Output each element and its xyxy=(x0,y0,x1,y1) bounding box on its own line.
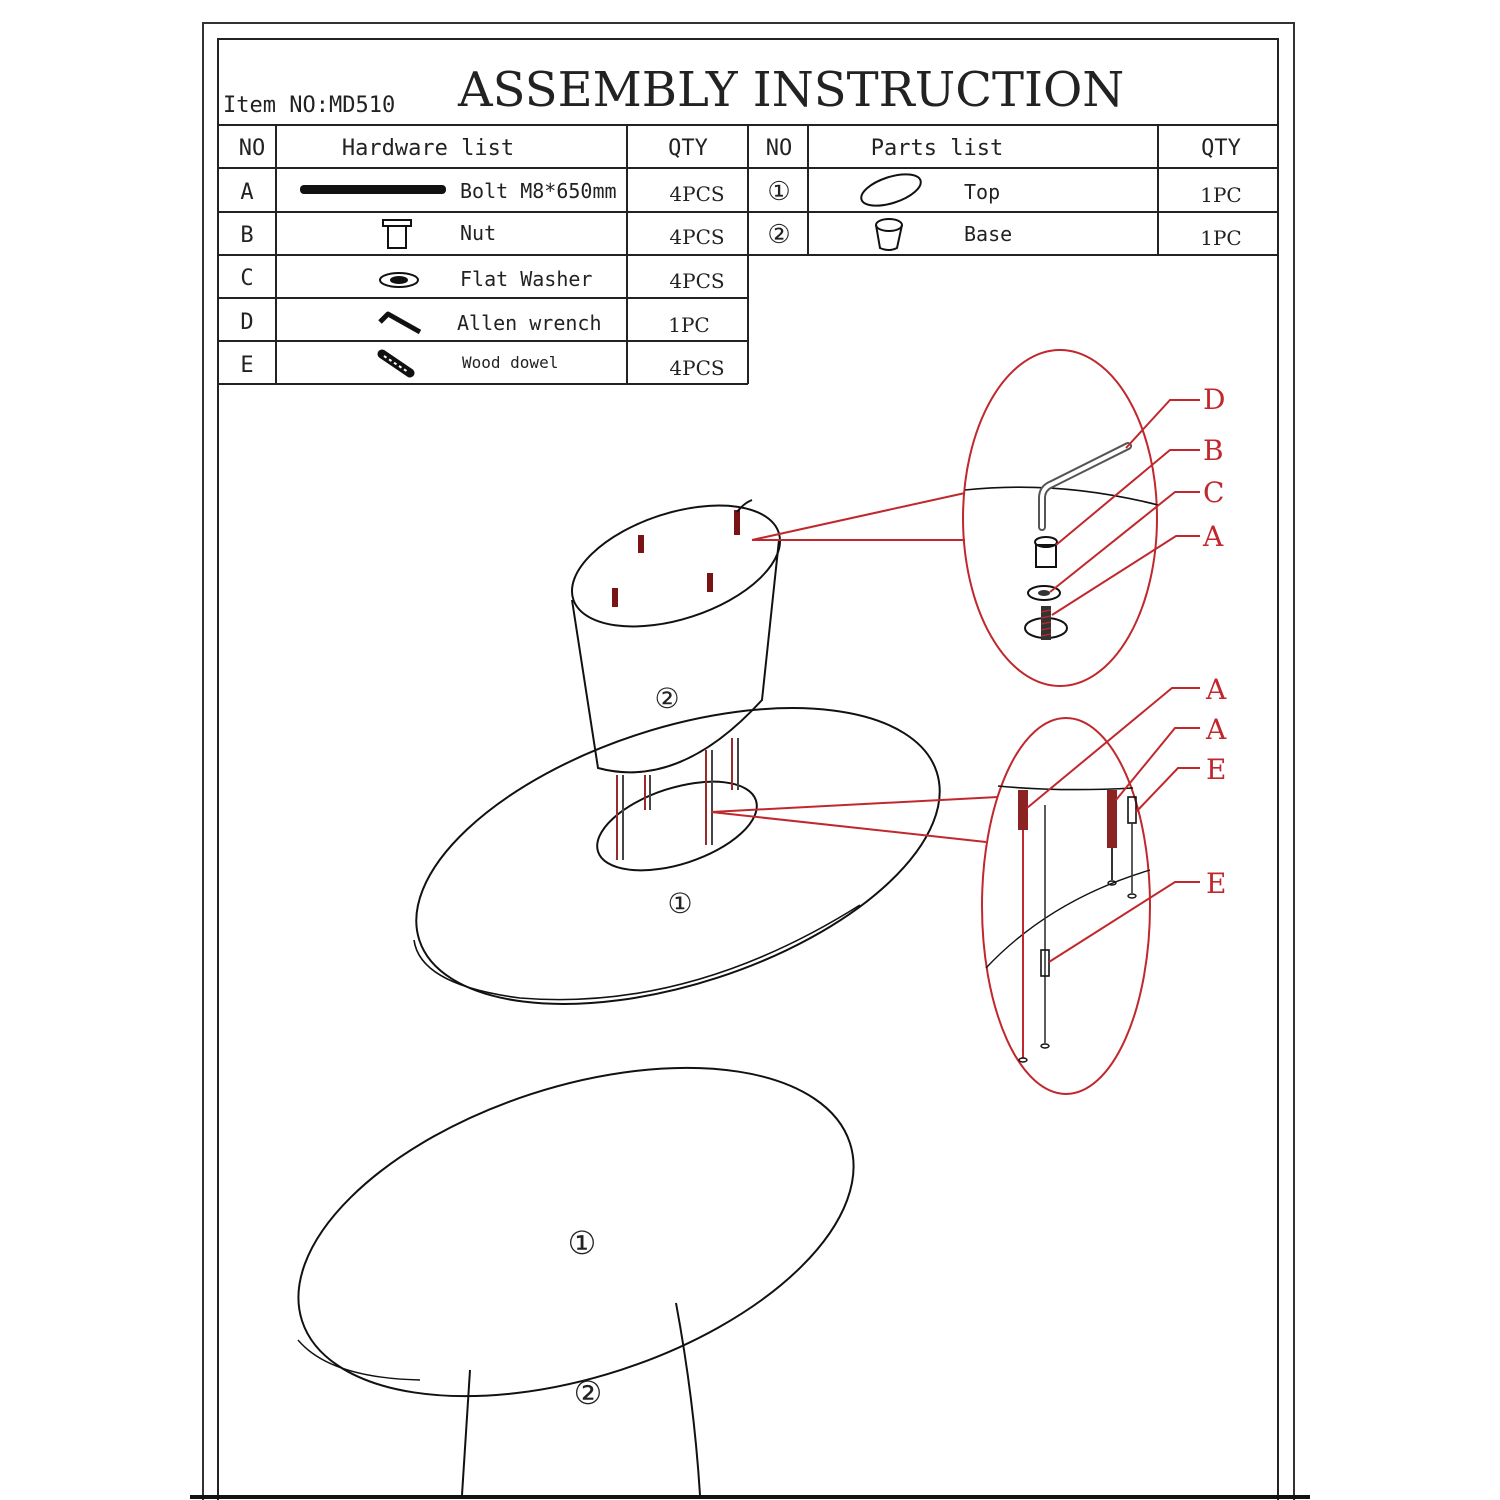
hardware-row-a-qty: 4PCS xyxy=(669,182,724,206)
hardware-row-b-no: B xyxy=(240,223,253,248)
hardware-row-d-qty: 1PC xyxy=(668,313,709,337)
hardware-row-e-qty: 4PCS xyxy=(669,356,724,380)
exploded-assembly: ① ② xyxy=(413,492,999,1005)
parts-table: NO Parts list QTY ① Top 1PC ② Base 1PC xyxy=(766,136,1242,251)
parts-header-qty: QTY xyxy=(1201,136,1241,161)
hardware-row-a-name: Bolt M8*650mm xyxy=(460,179,617,203)
tabletop-icon xyxy=(860,173,922,207)
hardware-row-c-no: C xyxy=(240,266,253,291)
hardware-row-b-name: Nut xyxy=(460,221,496,245)
callout-upper-a: A xyxy=(1202,520,1224,553)
assembled-table: ① ② xyxy=(297,1066,855,1496)
parts-row-base-name: Base xyxy=(964,222,1012,246)
detail-upper-circle xyxy=(962,349,1158,687)
hardware-row-c-qty: 4PCS xyxy=(669,269,724,293)
nut-icon xyxy=(382,219,412,249)
hardware-header-no: NO xyxy=(239,136,266,161)
hardware-row-c-name: Flat Washer xyxy=(460,267,592,291)
hardware-row-d-name: Allen wrench xyxy=(457,311,602,335)
parts-row-base-no: ② xyxy=(767,220,790,250)
item-number: Item NO:MD510 xyxy=(223,93,395,118)
detail-upper: D B C A xyxy=(962,349,1225,687)
washer-icon xyxy=(379,272,419,288)
exploded-tabletop: ① xyxy=(413,707,941,1005)
label-base-exploded: ② xyxy=(654,682,679,715)
tables-grid xyxy=(218,124,1278,385)
callout-lower-e2: E xyxy=(1206,867,1226,900)
hardware-row-e-name: Wood dowel xyxy=(462,353,558,372)
wood-dowel-icon xyxy=(377,349,415,378)
callout-lower-e1: E xyxy=(1206,753,1226,786)
callout-upper-d: D xyxy=(1203,383,1225,416)
hardware-row-b-qty: 4PCS xyxy=(669,225,724,249)
label-base-assembled: ② xyxy=(574,1374,603,1412)
parts-row-top-name: Top xyxy=(964,180,1000,204)
base-icon xyxy=(875,218,903,251)
hardware-row-d-no: D xyxy=(240,310,253,335)
detail-lower: A A E E xyxy=(981,673,1227,1095)
exploded-bolts xyxy=(616,738,739,860)
parts-header-no: NO xyxy=(766,136,793,161)
parts-row-top-no: ① xyxy=(767,177,790,207)
callout-upper-b: B xyxy=(1203,434,1224,467)
exploded-base: ② xyxy=(570,499,782,774)
inner-frame xyxy=(217,38,1279,1500)
base-bolt-heads xyxy=(612,510,740,607)
parts-header-name: Parts list xyxy=(871,136,1003,161)
hardware-row-e-no: E xyxy=(240,353,253,378)
hardware-header-qty: QTY xyxy=(668,136,708,161)
outer-frame xyxy=(202,22,1295,1500)
detail-leader-lines xyxy=(710,492,999,843)
hardware-table: NO Hardware list QTY A Bolt M8*650mm 4PC… xyxy=(239,136,725,380)
label-top-assembled: ① xyxy=(568,1224,597,1262)
page-title: ASSEMBLY INSTRUCTION xyxy=(457,62,1124,118)
parts-row-base-qty: 1PC xyxy=(1200,226,1241,250)
callout-upper-c: C xyxy=(1203,476,1224,509)
callout-lower-a2: A xyxy=(1205,713,1227,746)
label-top-exploded: ① xyxy=(667,887,692,920)
allen-wrench-icon xyxy=(378,311,422,335)
detail-lower-circle xyxy=(981,717,1151,1095)
hardware-header-name: Hardware list xyxy=(342,136,514,161)
hardware-row-a-no: A xyxy=(240,180,253,205)
bolt-icon xyxy=(300,185,446,194)
callout-lower-a1: A xyxy=(1205,673,1227,706)
parts-row-top-qty: 1PC xyxy=(1200,183,1241,207)
